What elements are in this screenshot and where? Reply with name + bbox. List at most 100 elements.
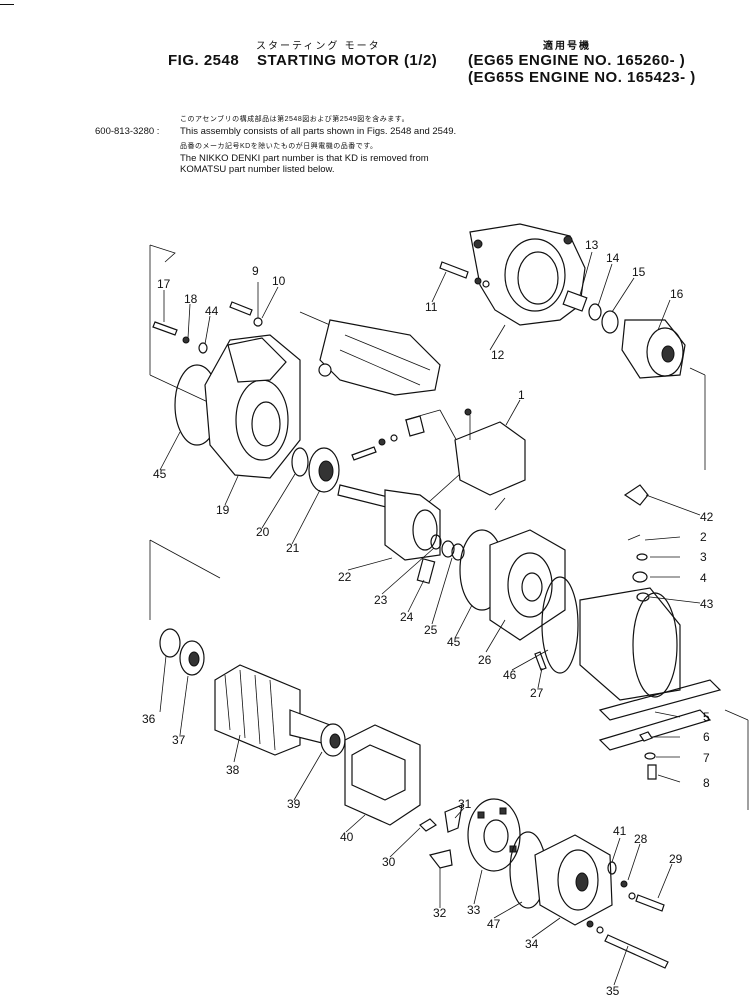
spring-31	[444, 804, 463, 833]
yoke-cylinder	[579, 587, 681, 701]
part-number-25: 25	[424, 623, 438, 637]
insulator-5b	[598, 709, 712, 751]
part-number-27: 27	[530, 686, 544, 700]
shaft-22	[337, 484, 441, 561]
part-number-44: 44	[205, 304, 219, 318]
clip-30	[419, 818, 437, 832]
field-coil-1	[454, 408, 526, 511]
part-number-15: 15	[632, 265, 646, 279]
nikko-note-line-2: KOMATSU part number listed below.	[180, 164, 335, 175]
part-number-35: 35	[606, 984, 620, 998]
part-number-11: 11	[425, 300, 438, 314]
part-number-41: 41	[613, 824, 627, 838]
part-number-33: 33	[467, 903, 481, 917]
washer-23	[430, 534, 442, 550]
washer-7	[644, 752, 656, 760]
bolt-8	[647, 764, 657, 780]
brush-holder-33	[467, 798, 521, 872]
part-number-34: 34	[525, 937, 539, 951]
part-number-12: 12	[491, 348, 505, 362]
bearing-21	[308, 447, 340, 493]
japanese-applicable-label: 適用号機	[543, 41, 591, 52]
part-number-20: 20	[256, 525, 270, 539]
washer-35b	[596, 926, 604, 934]
part-number-47: 47	[487, 917, 501, 931]
ring-36	[159, 628, 181, 658]
part-number-16: 16	[670, 287, 684, 301]
part-number-40: 40	[340, 830, 354, 844]
japanese-title: スターティング モータ	[256, 41, 381, 52]
part-number-8: 8	[703, 776, 710, 790]
lead-2	[627, 534, 641, 541]
plate-6	[639, 731, 653, 742]
washer-10	[253, 317, 263, 327]
assembly-note: This assembly consists of all parts show…	[180, 126, 457, 137]
part-number-45-lower: 45	[447, 635, 461, 649]
through-bolt-35	[604, 934, 669, 969]
washer-18	[182, 336, 190, 344]
washer-20	[291, 447, 309, 477]
part-number-2: 2	[700, 530, 707, 544]
washer-3	[636, 553, 648, 561]
washer-44	[198, 342, 208, 354]
part-number-31: 31	[458, 797, 472, 811]
part-number-45-upper: 45	[153, 467, 167, 481]
corner-mark	[0, 4, 14, 5]
end-frame-26	[489, 529, 566, 641]
nut-4	[632, 571, 648, 583]
drive-housing	[469, 223, 586, 326]
part-number-32: 32	[433, 906, 447, 920]
key-24	[416, 558, 436, 584]
part-number-22: 22	[338, 570, 352, 584]
washer-28	[620, 880, 628, 888]
part-number-29: 29	[669, 852, 683, 866]
part-number-26: 26	[478, 653, 492, 667]
part-number-39: 39	[287, 797, 301, 811]
part-number-5: 5	[703, 710, 710, 724]
part-number-3: 3	[700, 550, 707, 564]
ring-46	[541, 576, 579, 674]
part-number-17: 17	[157, 277, 171, 291]
page-title: STARTING MOTOR (1/2)	[257, 52, 438, 69]
part-number-10: 10	[272, 274, 286, 288]
bushing-13	[562, 290, 588, 312]
part-number-28: 28	[634, 832, 648, 846]
field-frame-40	[344, 724, 421, 826]
insulator-5	[598, 679, 722, 721]
part-number-37: 37	[172, 733, 186, 747]
part-number-4: 4	[700, 571, 707, 585]
bearing-37	[179, 640, 205, 676]
part-number-24: 24	[400, 610, 414, 624]
plate-center	[405, 415, 425, 437]
part-number-42: 42	[700, 510, 714, 524]
part-number-9: 9	[252, 264, 259, 278]
part-number-43: 43	[700, 597, 714, 611]
bolt-center	[351, 446, 377, 461]
part-number-36: 36	[142, 712, 156, 726]
part-number-14: 14	[606, 251, 620, 265]
washer-28b	[628, 892, 636, 900]
engine-line-1: (EG65 ENGINE NO. 165260- )	[468, 52, 686, 69]
washer-43	[636, 592, 650, 602]
bolt-11	[439, 261, 490, 288]
part-number-18: 18	[184, 292, 198, 306]
washer-15	[601, 310, 619, 334]
center-housing-19	[204, 334, 301, 479]
armature-38	[214, 664, 331, 756]
japanese-note-1: このアセンブリの構成部品は第2548図および第2549図を含みます。	[180, 116, 410, 123]
pinion-clutch-16	[621, 319, 686, 379]
washer-25b	[451, 543, 465, 561]
part-number-30: 30	[382, 855, 396, 869]
washer-25a	[441, 540, 455, 558]
spring-32	[428, 849, 453, 869]
part-number-1: 1	[518, 388, 525, 402]
screw-27	[534, 651, 547, 671]
part-number-19: 19	[216, 503, 230, 517]
leader-lines	[159, 251, 701, 986]
part-number-13: 13	[585, 238, 599, 252]
part-number-38: 38	[226, 763, 240, 777]
nikko-note-line-1: The NIKKO DENKI part number is that KD i…	[180, 153, 429, 164]
part-number-6: 6	[703, 730, 710, 744]
washer-center-2	[390, 434, 398, 442]
